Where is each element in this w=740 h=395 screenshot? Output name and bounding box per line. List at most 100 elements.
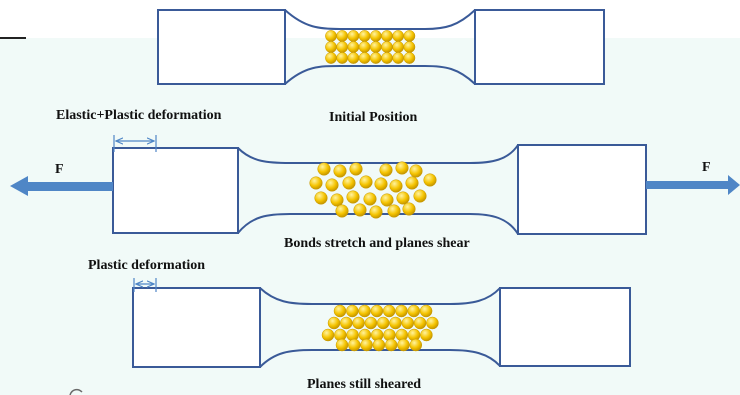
atom [384,338,398,352]
atom [325,30,337,42]
label-planes-sheared: Planes still sheared [307,377,422,392]
atom [409,164,423,178]
atom [358,30,371,42]
grip-right-initial [474,9,605,85]
atom [347,30,360,42]
atom [413,316,427,330]
atom [423,173,437,187]
atom [392,41,405,53]
gauge-bottom-initial [284,65,476,85]
atom [382,304,396,318]
atom [409,338,423,352]
atom [381,30,393,42]
atom [333,304,347,318]
atoms-initial [325,30,416,64]
atom [369,205,383,219]
atom [387,204,401,218]
atom [358,41,371,53]
atoms-unloaded [321,304,439,352]
force-arrow-right [646,175,740,195]
atom [358,52,371,64]
atoms-loaded [309,161,437,219]
atom [420,328,433,342]
atom [364,316,378,330]
atom [317,162,331,176]
atom [369,52,382,64]
grip-right-loaded [517,144,647,235]
label-elastic-plastic: Elastic+Plastic deformation [56,108,222,123]
atom [359,175,373,189]
atom [336,41,349,53]
atom [389,316,402,330]
atom [396,191,410,205]
atom [401,316,415,330]
atom [352,316,365,330]
grip-left-initial [157,9,286,85]
atom [376,316,390,330]
atom [370,304,384,318]
atom [309,176,323,190]
gauge-top-unloaded [259,287,501,305]
atom [419,304,433,318]
atom [395,161,409,175]
atom [369,41,382,53]
gauge-top-initial [284,9,476,30]
atom [321,328,335,342]
atom [389,179,403,193]
atom [346,190,360,204]
atom [314,191,328,205]
atom [335,338,349,352]
atom [325,52,337,64]
corner-mark [69,388,83,395]
specimen-loaded [10,135,740,235]
atom [360,338,373,352]
atom [333,164,347,178]
atom [358,304,371,318]
grip-right-unloaded [499,287,631,367]
label-bonds-stretch: Bonds stretch and planes shear [284,236,470,251]
atom [426,316,439,330]
force-label-right: F [702,160,711,175]
atom [403,41,416,53]
atom [379,163,393,177]
atom [372,338,386,352]
top-rule [0,37,26,39]
label-initial-position: Initial Position [329,110,418,125]
atom [346,304,359,318]
atom [407,304,421,318]
atom [402,202,416,216]
atom [347,41,360,53]
atom [413,189,427,203]
atom [347,52,360,64]
atom [392,52,405,64]
atom [325,178,339,192]
atom [349,162,363,176]
atom [381,52,393,64]
atom [330,193,344,207]
gauge-top-loaded [237,144,519,164]
atom [380,193,394,207]
atom [342,176,356,190]
atom [369,30,382,42]
atom [395,304,408,318]
atom [353,203,367,217]
atom [336,30,349,42]
atom [403,52,416,64]
atom [403,30,416,42]
atom [327,316,341,330]
force-arrow-left [10,176,113,196]
atom [336,52,349,64]
specimen-unloaded [132,278,631,368]
grip-left-loaded [112,147,239,234]
force-label-left: F [55,162,64,177]
atom [348,338,361,352]
atom [405,176,419,190]
atom [335,204,349,218]
label-plastic-deformation: Plastic deformation [88,258,206,273]
grip-left-unloaded [132,287,261,368]
specimen-initial [157,9,605,85]
atom [392,30,405,42]
atom [363,192,377,206]
atom [397,338,410,352]
